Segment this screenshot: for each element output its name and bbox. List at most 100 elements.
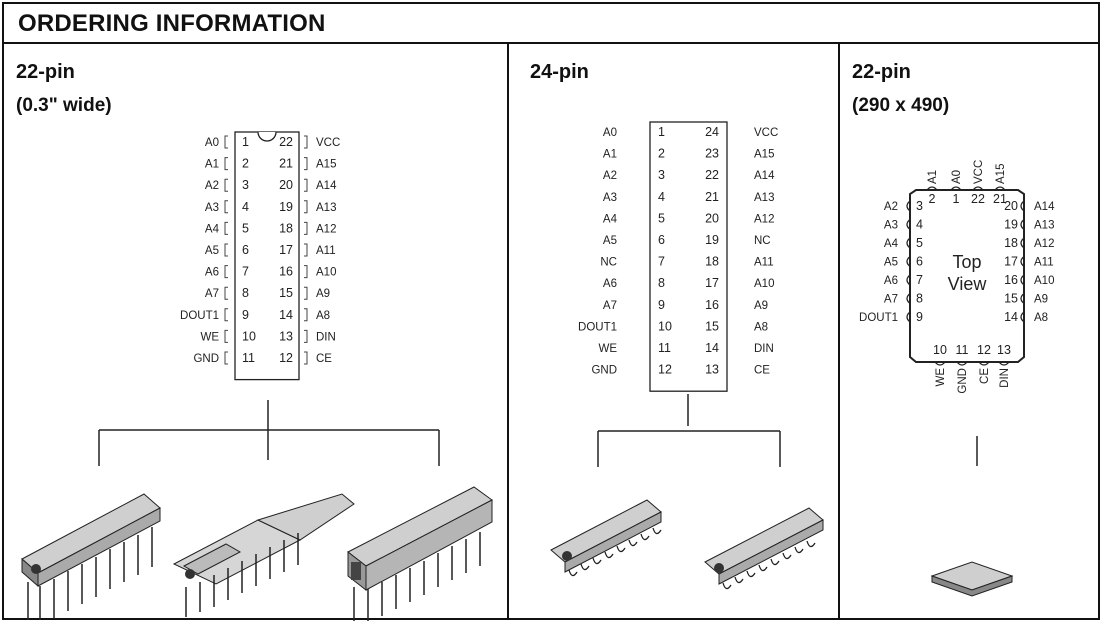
castellation [906, 237, 911, 249]
pin-number: 21 [993, 192, 1007, 206]
pin-lead [224, 265, 228, 279]
lcc-package-image [930, 561, 1014, 597]
pin-number: 2 [929, 192, 936, 206]
pin-label: A5 [205, 245, 219, 257]
pin-number: 16 [279, 265, 293, 279]
castellation [950, 186, 962, 191]
castellation [906, 274, 911, 286]
pin-number: 3 [916, 199, 923, 213]
pin-number: 1 [953, 192, 960, 206]
pin-label: A6 [205, 267, 219, 279]
pin-number: 20 [1004, 199, 1018, 213]
pin-number: 6 [658, 233, 665, 247]
pin-label: VCC [316, 137, 340, 149]
pin-number: 19 [1004, 218, 1018, 232]
pin-number: 16 [1004, 273, 1018, 287]
pin-label: A12 [754, 213, 774, 225]
section-title: 22-pin [852, 61, 911, 83]
castellation [1020, 293, 1025, 304]
pin-label: A14 [1034, 201, 1055, 213]
pin-label: A10 [1034, 275, 1054, 287]
pin-lead [224, 243, 228, 257]
pin-lead [224, 178, 228, 192]
castellation [906, 293, 911, 304]
pin-number: 9 [242, 308, 249, 322]
pin-label: A12 [1034, 238, 1054, 250]
pin-number: 23 [705, 147, 719, 161]
pin-number: 5 [658, 211, 665, 225]
pin-label: A1 [205, 159, 219, 171]
pin-number: 6 [916, 255, 923, 269]
pin-label: A13 [1034, 220, 1054, 232]
top-view-label-1: Top [952, 252, 981, 272]
pin-number: 13 [279, 329, 293, 343]
pin-lead [304, 221, 308, 235]
pin-label: A6 [884, 275, 898, 287]
pin-label: A13 [316, 202, 336, 214]
pin-number: 17 [705, 276, 719, 290]
pin-lead [224, 329, 228, 343]
pin-number: 10 [242, 329, 256, 343]
pin-number: 15 [279, 286, 293, 300]
pin-label: A12 [316, 223, 336, 235]
castellation [1020, 256, 1025, 267]
pin-label: GND [591, 365, 617, 377]
pin-number: 15 [705, 319, 719, 333]
pin-number: 21 [705, 190, 719, 204]
pin-label: A15 [995, 164, 1007, 184]
pin-label: A9 [1034, 294, 1048, 306]
pin-number: 16 [705, 298, 719, 312]
pin-lead [304, 329, 308, 343]
pin-label: A11 [316, 245, 336, 257]
pin-label: A5 [603, 235, 617, 247]
castellation [926, 186, 938, 191]
pin1-notch [257, 131, 277, 142]
pin-label: GND [193, 353, 219, 365]
pin-label: A10 [316, 267, 336, 279]
castellation [1020, 274, 1025, 286]
dip-body [649, 121, 728, 392]
pin-label: A9 [754, 300, 768, 312]
pin-number: 14 [1004, 310, 1018, 324]
pin-label: A0 [951, 170, 963, 184]
pin-label: NC [600, 257, 617, 269]
pin-lead [304, 200, 308, 214]
pin-label: WE [598, 343, 617, 355]
pin-lead [304, 286, 308, 300]
pin-lead [304, 351, 308, 365]
pin-number: 7 [658, 255, 665, 269]
pin-label: A3 [884, 220, 898, 232]
section-subtitle: (290 x 490) [852, 95, 950, 116]
pin-lead [304, 243, 308, 257]
pin-number: 17 [279, 243, 293, 257]
pin-number: 7 [916, 273, 923, 287]
pin-number: 3 [658, 168, 665, 182]
pin-label: DIN [754, 343, 774, 355]
pin-number: 19 [279, 200, 293, 214]
pin-lead [304, 135, 308, 149]
pin-label: CE [754, 365, 770, 377]
pin-lead [224, 157, 228, 171]
pin-number: 2 [658, 147, 665, 161]
castellation [906, 219, 911, 230]
pin-lead [224, 200, 228, 214]
pin-label: A13 [754, 192, 774, 204]
pin-number: 13 [997, 343, 1011, 357]
pin-number: 12 [658, 363, 672, 377]
pin-label: A2 [603, 170, 617, 182]
pin-label: A2 [884, 201, 898, 213]
section-subtitle: (0.3" wide) [16, 95, 112, 116]
pin-number: 12 [279, 351, 293, 365]
pin-lead [224, 351, 228, 365]
pin-number: 8 [242, 286, 249, 300]
pin-number: 3 [242, 178, 249, 192]
pin-label: A4 [884, 238, 899, 250]
pin-number: 18 [1004, 236, 1018, 250]
pin-label: A6 [603, 278, 617, 290]
pin-label: A9 [316, 288, 330, 300]
pin-label: A2 [205, 180, 219, 192]
